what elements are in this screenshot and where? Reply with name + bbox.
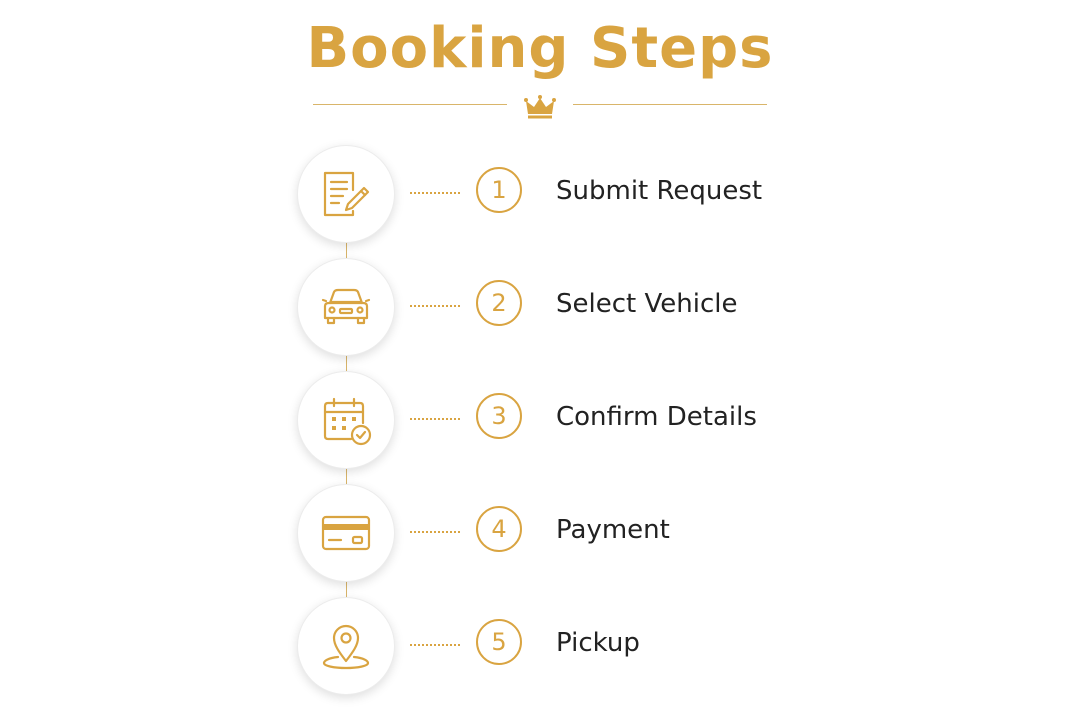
step-icon-circle (297, 258, 395, 356)
location-pin-icon (322, 624, 370, 670)
step-connector (346, 240, 347, 258)
step-confirm-details: 3 Confirm Details (0, 371, 1080, 471)
dotted-leader (410, 305, 460, 307)
page-title: Booking Steps (306, 16, 774, 81)
step-submit-request: 1 Submit Request (0, 145, 1080, 245)
step-label: Pickup (556, 628, 640, 658)
document-edit-icon (323, 171, 370, 217)
step-icon-circle (297, 371, 395, 469)
step-label: Submit Request (556, 176, 763, 206)
divider-right (573, 104, 767, 105)
step-connector (346, 579, 347, 597)
step-number: 3 (476, 393, 522, 439)
step-number: 1 (476, 167, 522, 213)
step-connector (346, 353, 347, 371)
dotted-leader (410, 418, 460, 420)
step-number: 5 (476, 619, 522, 665)
step-icon-circle (297, 145, 395, 243)
step-label: Confirm Details (556, 402, 757, 432)
dotted-leader (410, 644, 460, 646)
step-payment: 4 Payment (0, 484, 1080, 584)
credit-card-icon (321, 515, 371, 551)
step-select-vehicle: 2 Select Vehicle (0, 258, 1080, 358)
car-icon (321, 288, 371, 325)
crown-icon (524, 95, 556, 119)
calendar-check-icon (323, 397, 372, 446)
divider-left (313, 104, 507, 105)
step-label: Select Vehicle (556, 289, 738, 319)
step-label: Payment (556, 515, 670, 545)
step-connector (346, 466, 347, 484)
step-pickup: 5 Pickup (0, 597, 1080, 697)
step-number: 4 (476, 506, 522, 552)
dotted-leader (410, 192, 460, 194)
step-number: 2 (476, 280, 522, 326)
step-icon-circle (297, 484, 395, 582)
dotted-leader (410, 531, 460, 533)
step-icon-circle (297, 597, 395, 695)
